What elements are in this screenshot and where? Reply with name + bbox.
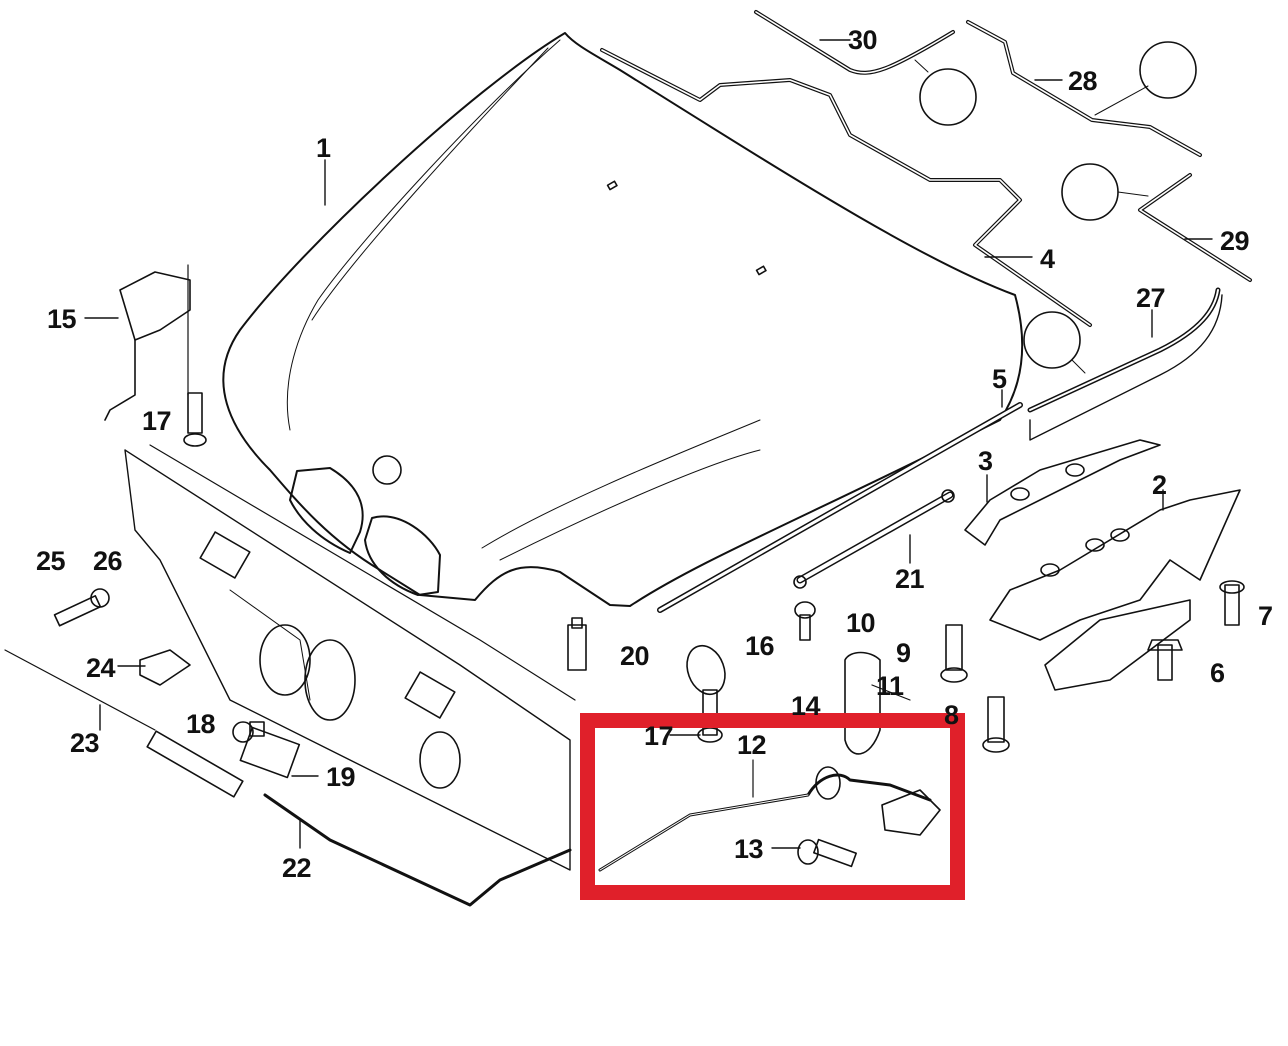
callout-15: 15 (47, 304, 77, 334)
callout-19: 19 (326, 762, 356, 792)
callout-17-upper: 17 (142, 406, 172, 436)
callout-17-lower: 17 (644, 721, 674, 751)
callout-29: 29 (1220, 226, 1250, 256)
callout-7: 7 (1258, 601, 1273, 631)
bolts (53, 392, 1245, 753)
callout-6: 6 (1210, 658, 1225, 688)
callout-16: 16 (745, 631, 775, 661)
hinge-plate-3 (964, 439, 1161, 546)
seal-4 (600, 48, 1092, 327)
callout-3: 3 (978, 446, 993, 476)
seal-27 (1027, 287, 1221, 413)
callout-23: 23 (70, 728, 100, 758)
callout-11: 11 (876, 671, 904, 701)
callout-12: 12 (737, 730, 767, 760)
callout-14: 14 (791, 691, 821, 721)
callout-25: 25 (36, 546, 66, 576)
highlight-box (580, 713, 965, 900)
callout-9: 9 (896, 638, 911, 668)
hood-panel (222, 32, 1024, 607)
callout-13: 13 (734, 834, 764, 864)
cover-cap-24 (139, 649, 191, 686)
callout-18: 18 (186, 709, 216, 739)
callout-8: 8 (944, 700, 959, 730)
front-carrier (124, 444, 576, 871)
callout-28: 28 (1068, 66, 1098, 96)
callout-4: 4 (1040, 244, 1055, 274)
callout-24: 24 (86, 653, 116, 683)
callout-30: 30 (848, 25, 878, 55)
callout-22: 22 (282, 853, 312, 883)
latch-11 (844, 651, 881, 755)
hinge-2 (989, 489, 1241, 641)
guide-19 (239, 726, 301, 779)
callout-26: 26 (93, 546, 123, 576)
callout-1: 1 (316, 133, 331, 163)
callout-5: 5 (992, 364, 1007, 394)
callout-27: 27 (1136, 283, 1166, 313)
callout-10: 10 (846, 608, 876, 638)
bowden-cable-22 (263, 793, 572, 907)
callout-20: 20 (620, 641, 650, 671)
callout-21: 21 (895, 564, 925, 594)
hood-lock-15 (119, 271, 191, 341)
callout-2: 2 (1152, 470, 1167, 500)
